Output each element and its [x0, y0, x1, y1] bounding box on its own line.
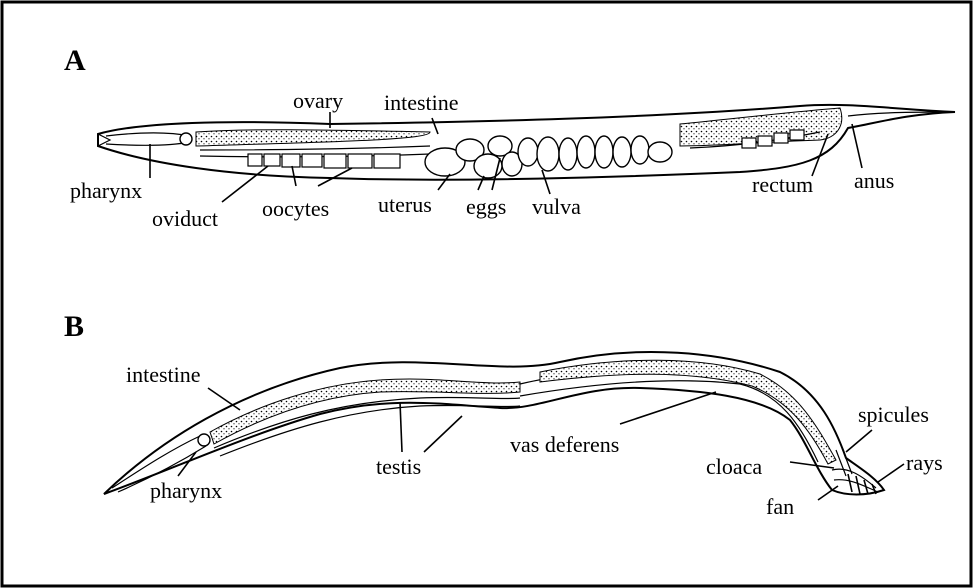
label-rectum: rectum	[752, 172, 813, 197]
label-eggs: eggs	[466, 194, 506, 219]
label-intestine-a: intestine	[384, 90, 459, 115]
pharynx-bulb	[180, 133, 192, 145]
label-vas-deferens: vas deferens	[510, 432, 619, 457]
label-anus: anus	[854, 168, 894, 193]
label-pharynx-b: pharynx	[150, 478, 222, 503]
label-cloaca: cloaca	[706, 454, 762, 479]
hermaphrodite-worm-drawing	[98, 105, 955, 202]
label-vulva: vulva	[532, 194, 581, 219]
male-body	[104, 352, 884, 495]
label-fan: fan	[766, 494, 794, 519]
label-oviduct: oviduct	[152, 206, 218, 231]
label-uterus: uterus	[378, 192, 432, 217]
label-ovary: ovary	[293, 88, 343, 113]
label-testis: testis	[376, 454, 421, 479]
oocyte-cells	[248, 154, 400, 168]
male-worm-drawing	[104, 352, 904, 500]
panel-b-letter: B	[64, 310, 84, 343]
male-pharynx-bulb	[198, 434, 210, 446]
panel-a: A	[64, 44, 955, 231]
label-oocytes: oocytes	[262, 196, 329, 221]
label-intestine-b: intestine	[126, 362, 201, 387]
panel-b: B	[64, 310, 943, 519]
label-pharynx-a: pharynx	[70, 178, 142, 203]
label-spicules: spicules	[858, 402, 929, 427]
panel-a-letter: A	[64, 44, 86, 77]
label-rays: rays	[906, 450, 943, 475]
